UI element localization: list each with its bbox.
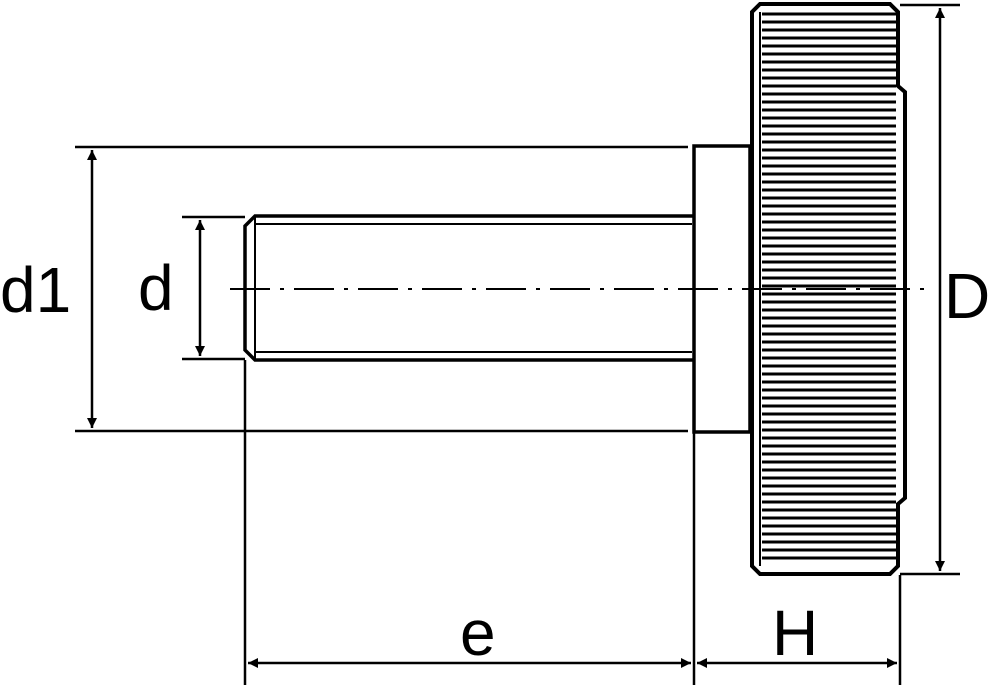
label-e: e <box>460 597 496 669</box>
label-D: D <box>944 260 990 332</box>
dimension-lines <box>87 7 945 668</box>
extension-lines <box>75 3 960 685</box>
label-d: d <box>138 252 174 324</box>
knurl-pattern <box>762 12 896 560</box>
label-H: H <box>772 597 818 669</box>
label-d1: d1 <box>0 254 71 326</box>
knurled-knob <box>750 2 907 576</box>
